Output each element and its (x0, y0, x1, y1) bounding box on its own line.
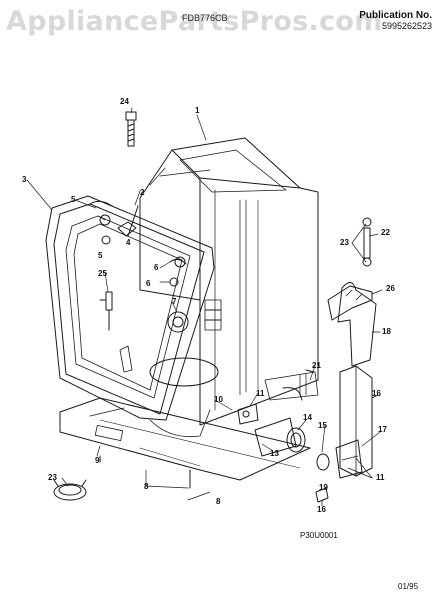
part-16-clip (316, 488, 328, 502)
callout-24: 24 (120, 97, 129, 106)
part-26-inlet (328, 286, 372, 320)
publication-block: Publication No. 5995262523 (359, 10, 432, 31)
callout-18: 18 (382, 327, 391, 336)
callout-4: 4 (126, 238, 131, 247)
part-23-clamp (54, 480, 86, 500)
callout-7: 7 (172, 297, 177, 306)
part-24-screw (126, 112, 136, 146)
callout-23a: 23 (340, 238, 349, 247)
callout-3: 3 (22, 175, 27, 184)
watermark: AppliancePartsPros.com (6, 6, 383, 37)
publication-date: 01/95 (398, 582, 419, 591)
diagram-code: P30U0001 (300, 531, 338, 540)
part-5-gasket (90, 201, 186, 286)
callout-22: 22 (381, 228, 390, 237)
callout-11a: 11 (256, 389, 265, 398)
leader-lines (27, 108, 382, 506)
callout-2: 2 (140, 188, 145, 197)
part-25-support (100, 292, 112, 330)
part-22-fitting (363, 218, 371, 266)
callout-26: 26 (386, 284, 395, 293)
callout-17: 17 (378, 425, 387, 434)
callout-14: 14 (303, 413, 312, 422)
callout-5b: 5 (98, 251, 103, 260)
callout-8b: 8 (144, 482, 149, 491)
publication-number: 5995262523 (381, 21, 432, 31)
part-1-tub (140, 138, 318, 425)
callout-6b: 6 (146, 279, 151, 288)
callout-8: 8 (216, 497, 221, 506)
callout-10: 10 (214, 395, 223, 404)
model-number: FDB776CB (182, 13, 228, 23)
callout-15: 15 (318, 421, 327, 430)
part-17-bracket (336, 440, 362, 478)
part-19-hose (338, 282, 376, 366)
callout-16a: 16 (372, 389, 381, 398)
callout-25: 25 (98, 269, 107, 278)
tub-bottom-opening (150, 358, 218, 386)
callout-13: 13 (270, 449, 279, 458)
callout-16b: 16 (317, 505, 326, 514)
callout-9: 9 (95, 456, 100, 465)
callout-21: 21 (312, 361, 321, 370)
part-15-seal (317, 454, 329, 470)
part-7-fitting (168, 312, 188, 332)
publication-label: Publication No. (359, 10, 432, 21)
callout-11b: 11 (376, 473, 385, 482)
callout-6a: 6 (154, 263, 159, 272)
callout-23b: 23 (48, 473, 57, 482)
callout-5a: 5 (71, 195, 76, 204)
tub-drain-bracket (120, 346, 132, 372)
callout-1: 1 (195, 106, 200, 115)
callout-19: 19 (319, 483, 328, 492)
part-2-bracket (118, 206, 138, 236)
part-8-base (60, 398, 310, 488)
